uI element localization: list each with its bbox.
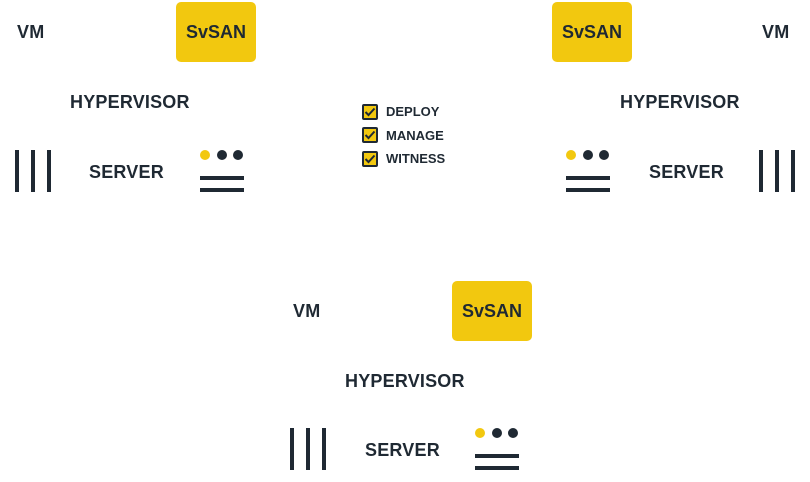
checklist-item: DEPLOY <box>362 100 445 124</box>
checklist-label: DEPLOY <box>386 104 440 120</box>
server-label: SERVER <box>365 440 440 460</box>
server-rack-icon <box>15 150 51 192</box>
server-status-icon <box>566 150 610 192</box>
svsan-box: SvSAN <box>552 2 632 62</box>
vm-label: VM <box>17 22 45 42</box>
checklist-label: WITNESS <box>386 151 446 167</box>
hypervisor-label: HYPERVISOR <box>345 371 465 391</box>
checklist-label: MANAGE <box>386 127 444 143</box>
server-label: SERVER <box>89 162 164 182</box>
hypervisor-label: HYPERVISOR <box>70 92 190 112</box>
server-status-icon <box>475 428 519 470</box>
vm-label: VM <box>762 22 790 42</box>
checked-box-icon <box>362 150 378 167</box>
checklist: DEPLOY MANAGE WITNESS <box>362 100 445 171</box>
svsan-box: SvSAN <box>452 281 532 341</box>
server-label: SERVER <box>649 162 724 182</box>
checked-box-icon <box>362 103 378 120</box>
checklist-item: WITNESS <box>362 147 445 171</box>
server-rack-icon <box>290 428 326 470</box>
vm-label: VM <box>293 301 321 321</box>
server-status-icon <box>200 150 244 192</box>
checklist-item: MANAGE <box>362 124 445 148</box>
checked-box-icon <box>362 127 378 144</box>
hypervisor-label: HYPERVISOR <box>620 92 740 112</box>
svsan-box: SvSAN <box>176 2 256 62</box>
server-rack-icon <box>759 150 795 192</box>
